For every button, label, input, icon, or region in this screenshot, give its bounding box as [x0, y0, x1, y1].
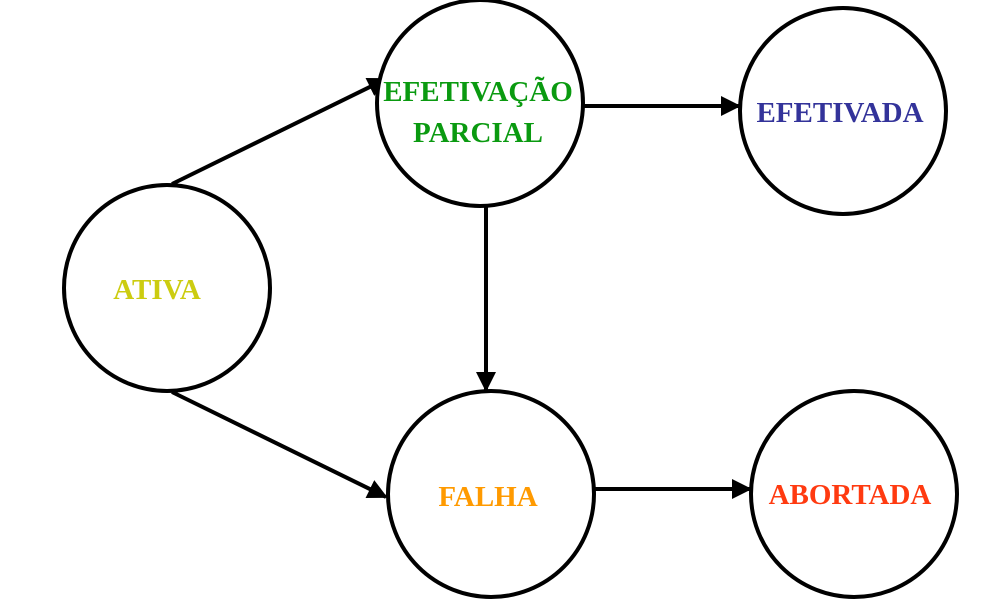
state-abortada-circle [749, 389, 959, 599]
state-falha-label: FALHA [438, 481, 537, 513]
arrow-ativa-to-efetivacao-parcial [171, 77, 388, 186]
state-efetivacao-parcial-label-line2: PARCIAL [413, 117, 543, 149]
state-abortada-label: ABORTADA [769, 479, 932, 511]
state-falha-circle [386, 389, 596, 599]
arrow-ativa-to-falha [171, 390, 388, 499]
state-efetivacao-parcial-label-line1: EFETIVAÇÃO [383, 75, 573, 108]
state-ativa-circle [62, 183, 272, 393]
state-efetivada-label: EFETIVADA [756, 97, 923, 129]
state-efetivada-circle [738, 6, 948, 216]
state-efetivacao-parcial-circle [375, 0, 585, 208]
state-ativa-label: ATIVA [113, 274, 201, 306]
